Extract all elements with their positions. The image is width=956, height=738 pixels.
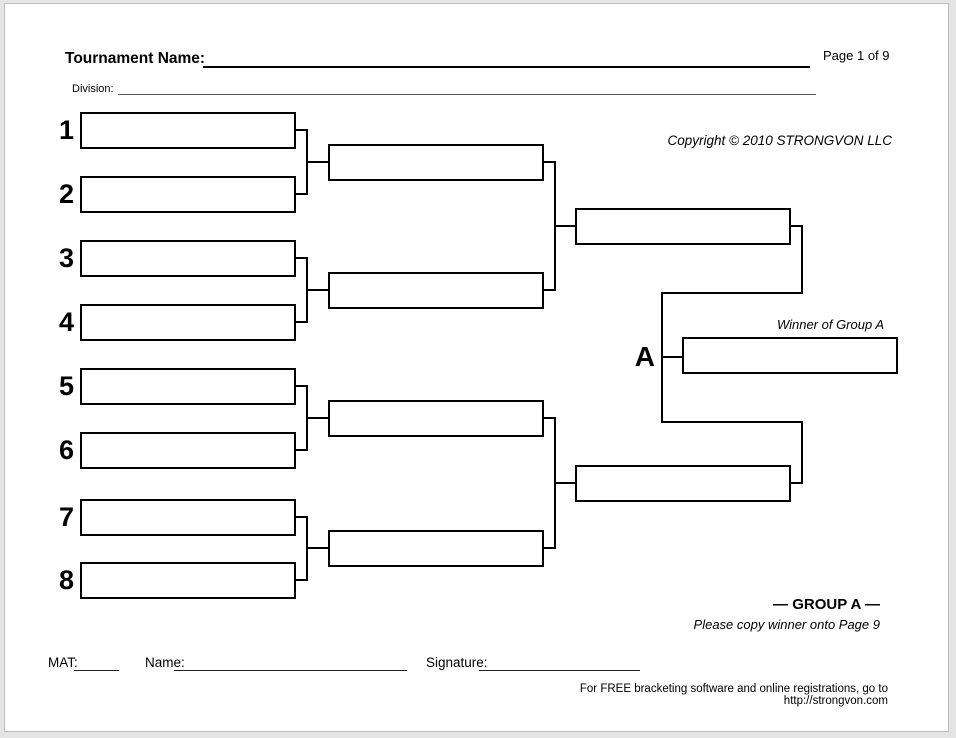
tournament-name-blank-line	[203, 66, 810, 68]
connector-line	[801, 225, 803, 294]
connector-line	[306, 417, 328, 419]
round1-winner-slot-3	[328, 400, 544, 437]
seed-number-8: 8	[58, 565, 74, 595]
connector-line	[790, 225, 803, 227]
group-title: — GROUP A —	[773, 596, 880, 613]
mat-blank-line	[74, 670, 119, 671]
seed-number-1: 1	[58, 115, 74, 145]
connector-line	[544, 289, 556, 291]
seed-number-5: 5	[58, 371, 74, 401]
entrant-slot-8	[80, 562, 296, 599]
entrant-slot-2	[80, 176, 296, 213]
tournament-name-label: Tournament Name:	[65, 50, 206, 67]
connector-line	[296, 385, 308, 387]
page-indicator: Page 1 of 9	[823, 48, 890, 63]
round2-winner-slot-1	[575, 208, 791, 245]
connector-line	[801, 421, 803, 484]
signature-label: Signature:	[426, 655, 488, 670]
connector-line	[790, 482, 803, 484]
connector-line	[544, 547, 556, 549]
entrant-slot-6	[80, 432, 296, 469]
group-instruction: Please copy winner onto Page 9	[693, 617, 880, 632]
entrant-slot-5	[80, 368, 296, 405]
connector-line	[661, 292, 803, 294]
document-page: Tournament Name: Page 1 of 9 Division: C…	[4, 3, 949, 732]
connector-line	[554, 482, 575, 484]
connector-line	[661, 356, 682, 358]
seed-number-3: 3	[58, 243, 74, 273]
name-label: Name:	[145, 655, 185, 670]
seed-number-7: 7	[58, 502, 74, 532]
footer-promo-text: For FREE bracketing software and online …	[579, 683, 888, 707]
seed-number-2: 2	[58, 179, 74, 209]
connector-line	[306, 547, 328, 549]
round2-winner-slot-2	[575, 465, 791, 502]
entrant-slot-3	[80, 240, 296, 277]
connector-line	[296, 129, 308, 131]
name-blank-line	[174, 670, 407, 671]
copyright-notice: Copyright © 2010 STRONGVON LLC	[667, 133, 892, 148]
connector-line	[296, 516, 308, 518]
connector-line	[296, 257, 308, 259]
connector-line	[661, 421, 803, 423]
group-letter: A	[634, 341, 655, 372]
connector-line	[544, 417, 556, 419]
signature-blank-line	[479, 670, 640, 671]
division-label: Division:	[72, 83, 114, 95]
connector-line	[296, 321, 308, 323]
connector-line	[306, 289, 328, 291]
connector-line	[296, 449, 308, 451]
connector-line	[296, 579, 308, 581]
entrant-slot-7	[80, 499, 296, 536]
entrant-slot-1	[80, 112, 296, 149]
entrant-slot-4	[80, 304, 296, 341]
connector-line	[296, 193, 308, 195]
seed-number-4: 4	[58, 307, 74, 337]
connector-line	[554, 225, 575, 227]
seed-number-6: 6	[58, 435, 74, 465]
mat-label: MAT:	[48, 655, 78, 670]
round1-winner-slot-4	[328, 530, 544, 567]
division-blank-line	[118, 94, 816, 95]
round1-winner-slot-1	[328, 144, 544, 181]
connector-line	[306, 161, 328, 163]
connector-line	[544, 161, 556, 163]
round1-winner-slot-2	[328, 272, 544, 309]
winner-caption: Winner of Group A	[776, 317, 884, 332]
group-winner-slot	[682, 337, 898, 374]
